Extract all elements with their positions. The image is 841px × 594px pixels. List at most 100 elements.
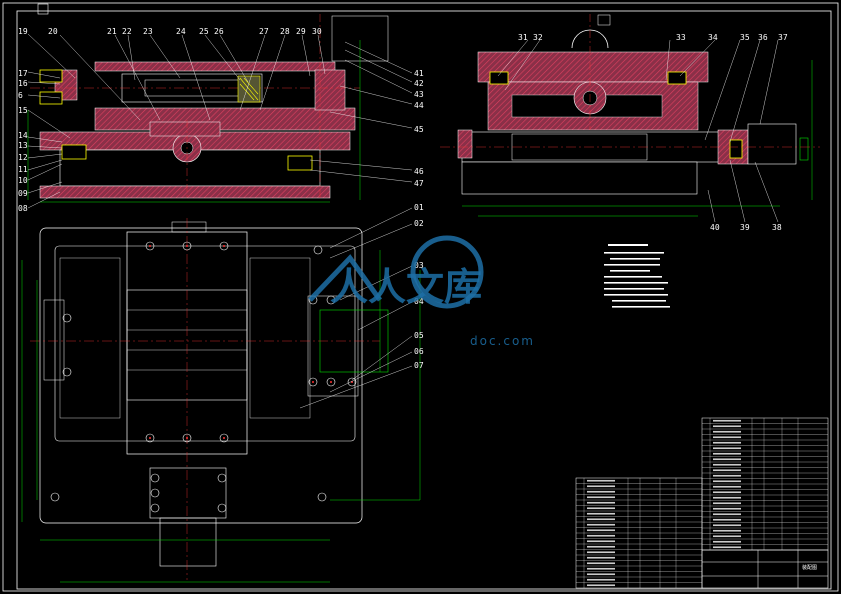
parts-list-lower-cell-text [587,485,615,488]
parts-list-upper-cell-text [713,524,741,527]
label-19: 19 [18,27,28,36]
parts-list-lower-cell-text [587,545,615,548]
parts-list-upper-cell-text [713,513,741,516]
parts-list-upper-cell-text [713,529,741,532]
label-03: 03 [414,261,424,270]
parts-list-table [575,417,829,589]
parts-list-lower-cell-text [587,540,615,543]
parts-list-lower-cell-text [587,496,615,499]
side-view-part-labels: 31 32 33 34 35 36 37 40 39 38 [518,33,788,232]
parts-list-upper-cell-text [713,447,741,450]
parts-list-lower-cell-text [587,567,615,570]
label-11: 11 [18,165,28,174]
label-15: 15 [18,106,28,115]
parts-list-lower-cell-text [587,523,615,526]
parts-list-lower-cell-text [587,529,615,532]
label-23: 23 [143,27,153,36]
parts-list-upper-cell-text [713,518,741,521]
label-6: 6 [18,91,23,100]
parts-list-lower-cell-text [587,518,615,521]
plan-view [21,207,421,583]
label-25: 25 [199,27,209,36]
parts-list-upper-cell-text [713,436,741,439]
label-32: 32 [533,33,543,42]
front-section-view [27,14,413,209]
parts-list-upper-cell-text [713,458,741,461]
label-29: 29 [296,27,306,36]
label-33: 33 [676,33,686,42]
technical-notes [604,244,670,308]
parts-list-upper-cell-text [713,491,741,494]
title-block: 装配图 [701,549,829,589]
parts-list-lower-cell-text [587,490,615,493]
parts-list-upper-cell-text [713,452,741,455]
label-35: 35 [740,33,750,42]
label-08: 08 [18,204,28,213]
label-09: 09 [18,189,28,198]
label-42: 42 [414,79,424,88]
assembly-title: 装配图 [802,564,817,571]
label-41: 41 [414,69,424,78]
label-17: 17 [18,69,28,78]
label-04: 04 [414,297,424,306]
label-14: 14 [18,131,28,140]
parts-list-upper-cell-text [713,474,741,477]
parts-list-upper-cell-text [713,546,741,549]
parts-list-upper-cell-text [713,480,741,483]
parts-list-lower-cell-text [587,551,615,554]
parts-list-upper-cell-text [713,469,741,472]
label-06: 06 [414,347,424,356]
parts-list-lower-cell-text [587,573,615,576]
parts-list-lower-cell-text [587,584,615,587]
parts-list-upper-cell-text [713,419,741,422]
parts-list-lower-cell-text [587,479,615,482]
parts-list-upper-cell-text [713,425,741,428]
label-43: 43 [414,90,424,99]
watermark-text: 人人文库 [330,265,482,309]
corner-mark [37,3,49,15]
label-28: 28 [280,27,290,36]
parts-list-upper-cell-text [713,485,741,488]
label-10: 10 [18,176,28,185]
parts-list-upper-cell-text [713,463,741,466]
label-13: 13 [18,141,28,150]
parts-list-upper-cell-text [713,535,741,538]
label-45: 45 [414,125,424,134]
label-36: 36 [758,33,768,42]
label-22: 22 [122,27,132,36]
sheet-inner-border [16,10,832,590]
label-27: 27 [259,27,269,36]
parts-list-lower-cell-text [587,534,615,537]
label-02: 02 [414,219,424,228]
parts-list-upper-cell-text [713,502,741,505]
label-07: 07 [414,361,424,370]
label-30: 30 [312,27,322,36]
parts-list-lower-cell-text [587,507,615,510]
parts-list-lower-cell-text [587,578,615,581]
parts-list-lower-cell-text [587,556,615,559]
watermark-url: doc.com [470,334,535,348]
label-12: 12 [18,153,28,162]
parts-list-lower-cell-text [587,512,615,515]
parts-list-upper-cell-text [713,430,741,433]
front-view-part-labels: 19 17 16 6 15 14 13 12 11 10 09 08 20 21… [18,27,424,213]
label-38: 38 [772,223,782,232]
label-05: 05 [414,331,424,340]
label-39: 39 [740,223,750,232]
label-40: 40 [710,223,720,232]
parts-list-lower-cell-text [587,562,615,565]
parts-list-lower-cell-text [587,501,615,504]
label-31: 31 [518,33,528,42]
label-44: 44 [414,101,424,110]
side-section-view [440,14,820,223]
parts-list-upper-cell-text [713,507,741,510]
label-34: 34 [708,33,718,42]
label-20: 20 [48,27,58,36]
label-26: 26 [214,27,224,36]
parts-list-upper-cell-text [713,496,741,499]
label-47: 47 [414,179,424,188]
parts-list-upper-cell-text [713,540,741,543]
label-24: 24 [176,27,186,36]
